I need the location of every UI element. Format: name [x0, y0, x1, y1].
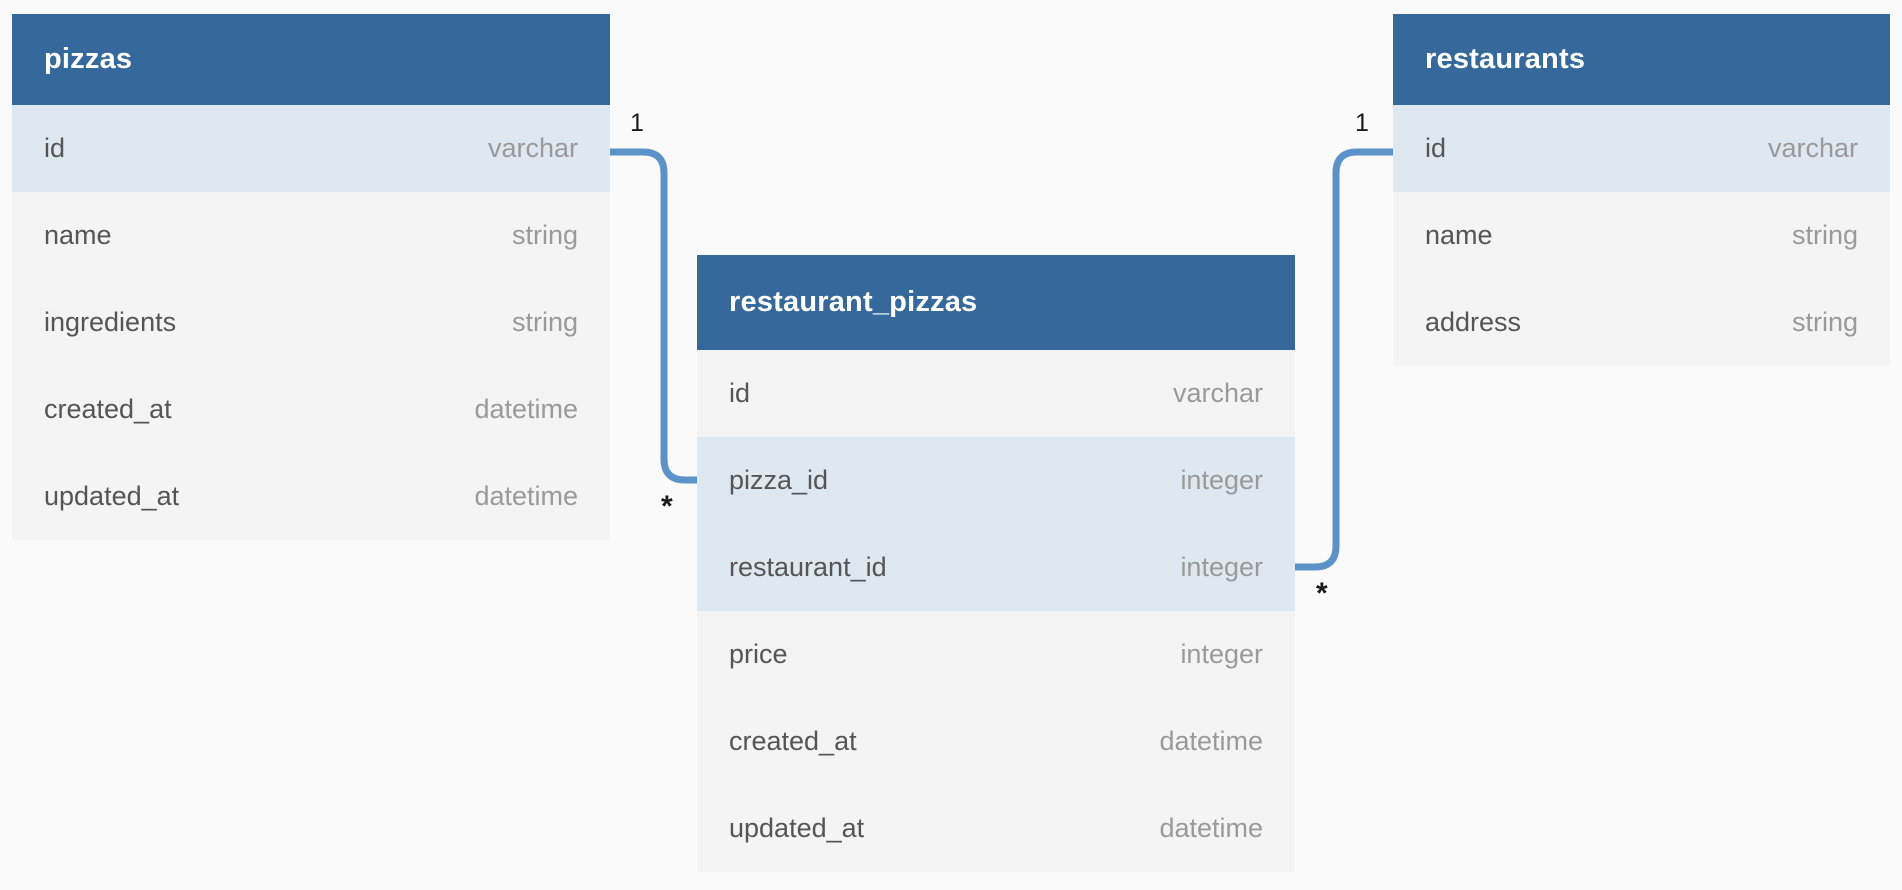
field-name: pizza_id	[729, 465, 829, 495]
field-type: varchar	[487, 133, 578, 163]
field-row[interactable]: updated_at datetime	[12, 453, 610, 540]
field-row[interactable]: updated_at datetime	[697, 785, 1295, 872]
field-name: name	[44, 220, 112, 250]
field-type: integer	[1180, 639, 1263, 669]
field-type: string	[511, 307, 578, 337]
field-type: datetime	[474, 394, 578, 424]
field-name: id	[1425, 133, 1447, 163]
field-row[interactable]: id varchar	[697, 350, 1295, 437]
cardinality-pizzas-one: 1	[630, 109, 644, 137]
field-type: string	[511, 220, 578, 250]
entity-table-restaurants[interactable]: restaurants id varchar name string addre…	[1393, 14, 1890, 366]
field-row[interactable]: created_at datetime	[12, 366, 610, 453]
field-name: updated_at	[729, 813, 865, 843]
field-type: varchar	[1172, 378, 1263, 408]
field-row[interactable]: restaurant_id integer	[697, 524, 1295, 611]
field-row[interactable]: price integer	[697, 611, 1295, 698]
field-type: datetime	[1159, 726, 1263, 756]
field-name: created_at	[729, 726, 857, 756]
field-type: integer	[1180, 552, 1263, 582]
field-name: created_at	[44, 394, 172, 424]
field-name: price	[729, 639, 788, 669]
field-name: id	[44, 133, 66, 163]
field-row[interactable]: created_at datetime	[697, 698, 1295, 785]
field-name: id	[729, 378, 751, 408]
relationship-restaurants-to-restaurant-pizzas	[1291, 148, 1397, 571]
field-name: ingredients	[44, 307, 177, 337]
field-name: name	[1425, 220, 1493, 250]
field-type: string	[1791, 220, 1858, 250]
entity-title-restaurant-pizzas: restaurant_pizzas	[697, 255, 1295, 350]
field-type: string	[1791, 307, 1858, 337]
cardinality-restaurant-pizzas-many-restaurant: *	[1316, 577, 1328, 610]
field-row[interactable]: name string	[12, 192, 610, 279]
field-row[interactable]: ingredients string	[12, 279, 610, 366]
entity-title-restaurants: restaurants	[1393, 14, 1890, 105]
field-type: datetime	[474, 481, 578, 511]
entity-table-restaurant-pizzas[interactable]: restaurant_pizzas id varchar pizza_id in…	[697, 255, 1295, 872]
field-row[interactable]: id varchar	[1393, 105, 1890, 192]
relationship-pizzas-to-restaurant-pizzas	[606, 148, 701, 484]
field-name: updated_at	[44, 481, 180, 511]
field-row[interactable]: name string	[1393, 192, 1890, 279]
field-name: address	[1425, 307, 1522, 337]
field-row[interactable]: address string	[1393, 279, 1890, 366]
entity-title-pizzas: pizzas	[12, 14, 610, 105]
field-name: restaurant_id	[729, 552, 887, 582]
cardinality-restaurant-pizzas-many-pizza: *	[661, 490, 673, 523]
field-type: integer	[1180, 465, 1263, 495]
field-type: datetime	[1159, 813, 1263, 843]
field-type: varchar	[1767, 133, 1858, 163]
entity-table-pizzas[interactable]: pizzas id varchar name string ingredient…	[12, 14, 610, 540]
field-row[interactable]: pizza_id integer	[697, 437, 1295, 524]
cardinality-restaurants-one: 1	[1355, 109, 1369, 137]
field-row[interactable]: id varchar	[12, 105, 610, 192]
